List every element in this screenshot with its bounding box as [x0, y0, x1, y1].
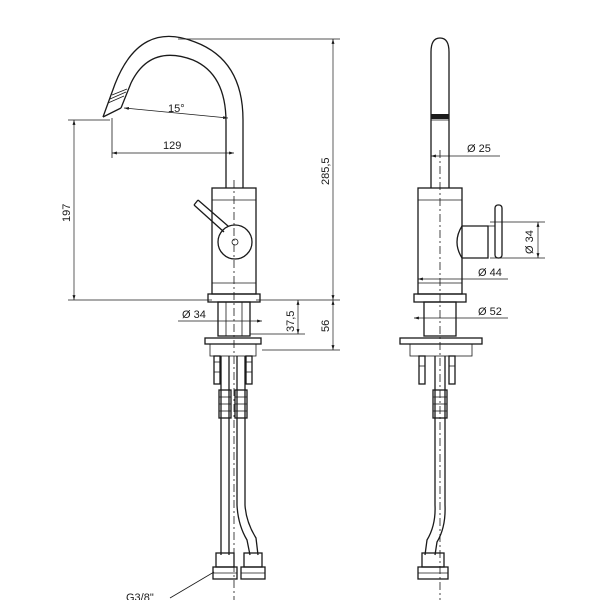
label-base-height: 37,5 [285, 311, 297, 332]
label-thread: G3/8" [126, 592, 154, 600]
label-outlet-height: 197 [61, 204, 73, 222]
side-lever-handle [494, 204, 503, 259]
mounting-plate [204, 337, 262, 345]
lever-handle [193, 204, 225, 233]
side-lever-knob [462, 225, 489, 259]
label-mount-depth: 56 [320, 320, 332, 332]
label-lever-diameter: Ø 34 [524, 230, 536, 254]
label-flange-diameter: Ø 52 [478, 306, 502, 318]
side-spout-tube [430, 37, 450, 188]
side-view: Ø 25 Ø 44 Ø 52 Ø 34 [399, 37, 545, 600]
spout-outer [102, 35, 244, 188]
label-body-diameter: Ø 44 [478, 267, 502, 279]
label-spout-angle: 15° [168, 103, 185, 115]
supply-hoses [212, 356, 266, 580]
label-base-diameter: Ø 34 [182, 309, 206, 321]
spout-inner [120, 54, 227, 188]
label-spout-reach: 129 [163, 140, 181, 152]
side-aerator [431, 114, 449, 119]
label-total-height: 285,5 [320, 157, 332, 185]
label-spout-diameter: Ø 25 [467, 143, 491, 155]
lever-knob [217, 224, 253, 260]
front-view: 15° 129 197 285,5 56 37,5 Ø 34 G3/8" [61, 35, 340, 600]
